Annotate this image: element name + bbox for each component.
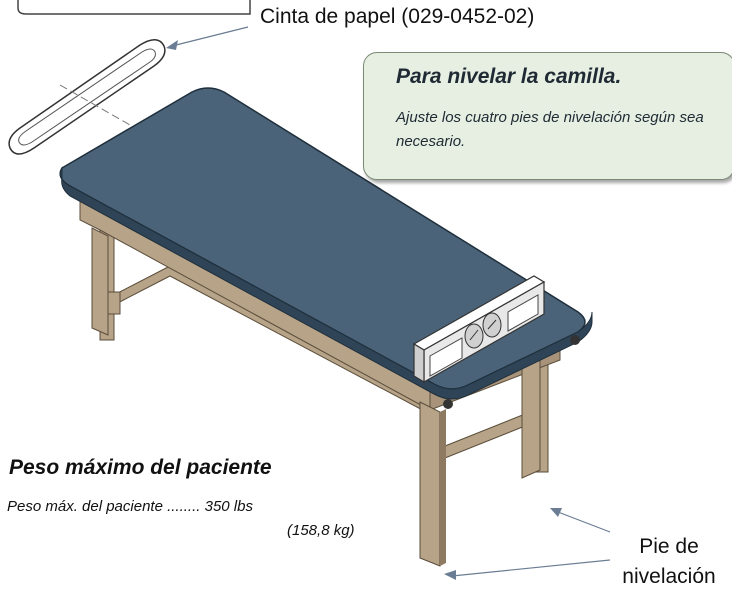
leveling-foot-label-line2: nivelación <box>622 565 716 588</box>
max-weight-metric: (158,8 kg) <box>287 522 355 539</box>
leveling-foot-arrows <box>444 508 611 580</box>
cutoff-box-outline <box>17 0 251 15</box>
leveling-foot-label-line1: Pie de <box>639 535 699 558</box>
tape-arrow <box>166 26 249 50</box>
paper-tape-roll <box>8 39 166 155</box>
front-legs <box>91 227 541 567</box>
leveling-callout: Para nivelar la camilla. Ajuste los cuat… <box>363 52 732 180</box>
bubble-level <box>412 275 546 384</box>
leveling-foot-label: Pie de nivelación <box>604 532 732 592</box>
callout-body: Ajuste los cuatro pies de nivelación seg… <box>396 109 704 150</box>
callout-title: Para nivelar la camilla. <box>396 65 622 88</box>
tabletop <box>59 87 593 409</box>
max-weight-value: Peso máx. del paciente ........ 350 lbs <box>7 498 253 515</box>
paper-tape-label: Cinta de papel (029-0452-02) <box>260 5 535 28</box>
max-weight-title: Peso máximo del paciente <box>9 456 272 479</box>
